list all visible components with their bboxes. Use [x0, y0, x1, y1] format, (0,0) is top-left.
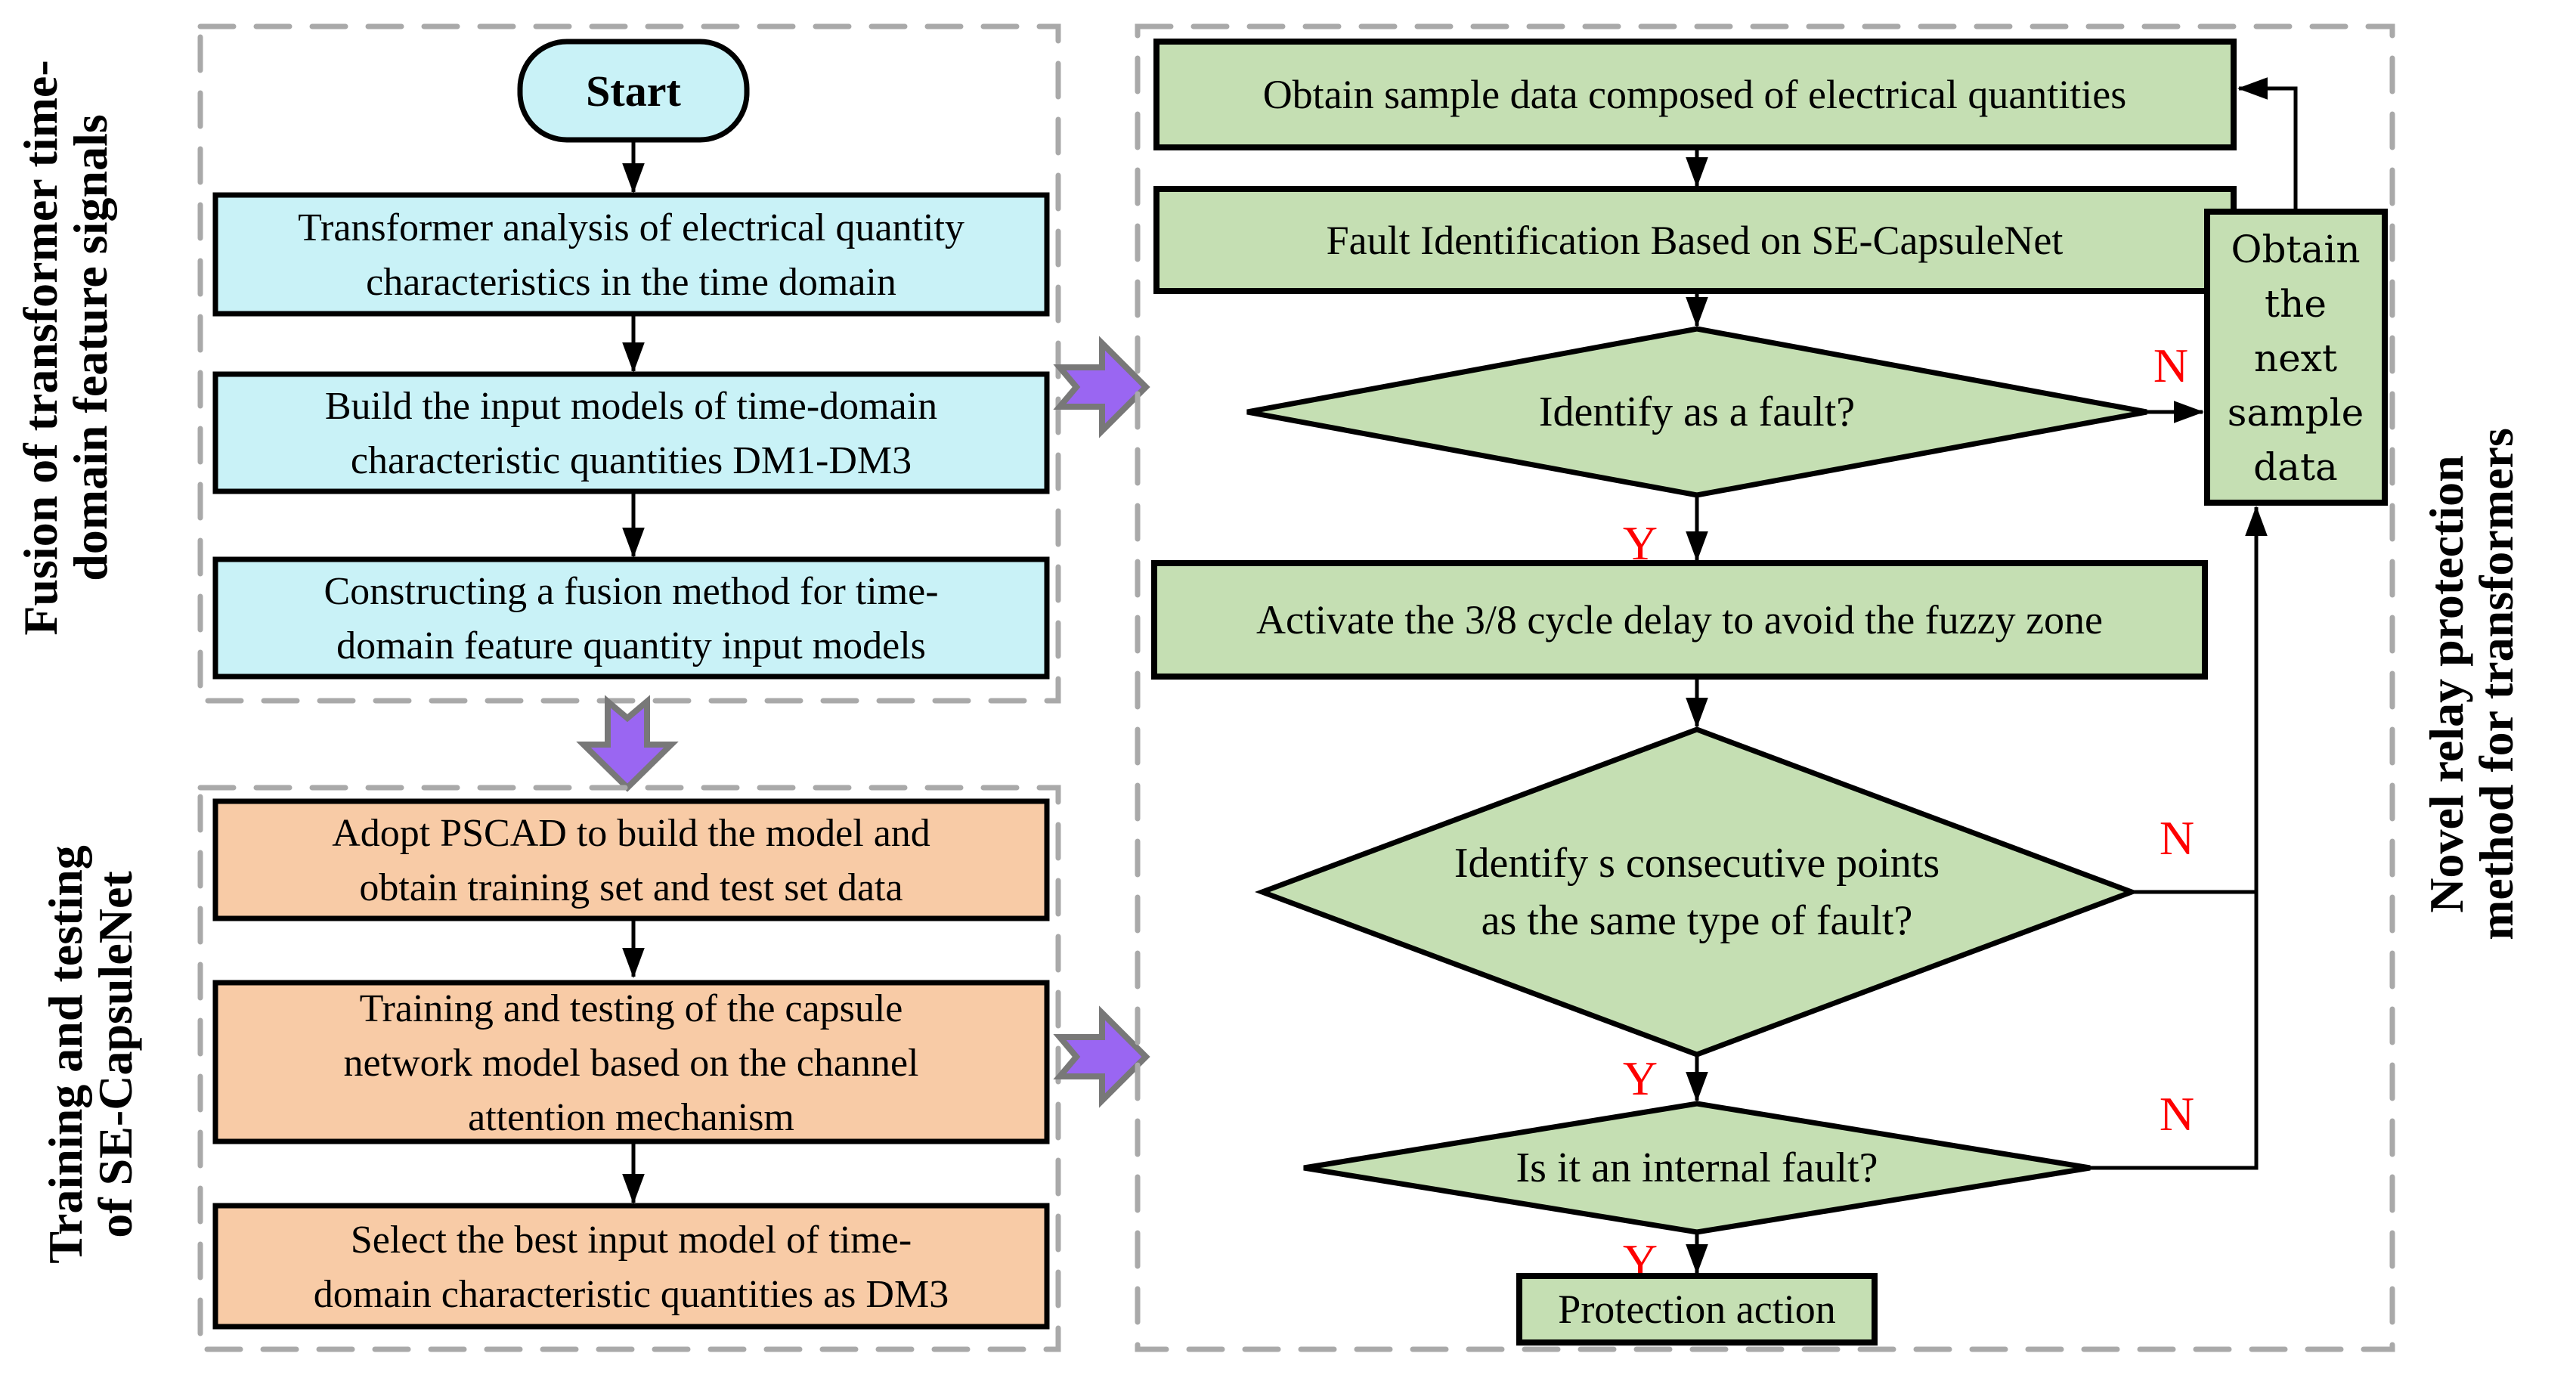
node-adopt-pscad-line2: obtain training set and test set data	[359, 866, 903, 909]
node-fault-identification	[1153, 186, 2237, 294]
node-obtain-next-sample	[2204, 209, 2388, 506]
node-obtain-next-line2: the	[2265, 282, 2327, 326]
panel-training-label-line1: Training and testing	[39, 845, 92, 1264]
decision-internal-fault-label: Is it an internal fault?	[1516, 1144, 1878, 1191]
node-select-best-line1: Select the best input model of time-	[351, 1219, 912, 1262]
node-select-best	[212, 1203, 1050, 1330]
panel-protection: Novel relay protection method for transf…	[1135, 23, 2523, 1352]
node-training-testing	[212, 980, 1050, 1144]
block-arrow-right-top-icon	[1053, 336, 1150, 438]
panel-training: Training and testing of SE-CapsuleNet Ad…	[39, 785, 1061, 1352]
node-training-testing-line3: attention mechanism	[468, 1096, 794, 1139]
node-fusion-method-line2: domain feature quantity input models	[336, 624, 926, 667]
node-build-input-models-line2: characteristic quantities DM1-DM3	[351, 439, 912, 482]
label-no-2: N	[2160, 811, 2194, 865]
node-adopt-pscad-line1: Adopt PSCAD to build the model and	[332, 812, 930, 855]
panel-fusion-border	[197, 23, 1061, 704]
panel-training-border	[197, 785, 1061, 1352]
node-fault-identification-label: Fault Identification Based on SE-Capsule…	[1327, 218, 2064, 263]
node-select-best-line2: domain characteristic quantities as DM3	[314, 1273, 949, 1316]
node-obtain-next-line1: Obtain	[2231, 228, 2360, 271]
block-arrow-right-bottom-icon	[1053, 1005, 1150, 1108]
panel-protection-label-line2: method for transformers	[2469, 428, 2523, 940]
panel-fusion: Fusion of transformer time- domain featu…	[14, 23, 1061, 704]
panel-protection-label-line1: Novel relay protection	[2420, 455, 2473, 913]
node-transformer-analysis-line1: Transformer analysis of electrical quant…	[298, 206, 964, 249]
node-activate-delay-label: Activate the 3/8 cycle delay to avoid th…	[1256, 597, 2103, 643]
label-no-1: N	[2153, 339, 2188, 392]
node-obtain-next-line4: sample	[2228, 391, 2364, 435]
node-fusion-method-line1: Constructing a fusion method for time-	[324, 570, 938, 613]
decision-identify-consecutive-line2: as the same type of fault?	[1482, 897, 1913, 944]
node-adopt-pscad	[212, 798, 1050, 921]
label-yes-2: Y	[1623, 1051, 1658, 1105]
node-protection-action-label: Protection action	[1558, 1287, 1835, 1332]
node-fusion-method	[212, 556, 1050, 680]
node-build-input-models	[212, 371, 1050, 494]
node-obtain-next-line3: next	[2254, 336, 2337, 380]
start-node-label: Start	[586, 67, 681, 116]
node-obtain-next-line5: data	[2253, 445, 2338, 489]
label-no-3: N	[2160, 1087, 2194, 1141]
node-transformer-analysis	[212, 192, 1050, 317]
connector-next-sample-feedback	[2237, 77, 2298, 212]
node-training-testing-line1: Training and testing of the capsule	[360, 987, 903, 1030]
node-build-input-models-line1: Build the input models of time-domain	[325, 385, 937, 428]
connector-decision3-no-up-to-next-sample	[2090, 506, 2268, 1170]
panel-fusion-label-line2: domain feature signals	[63, 114, 117, 581]
decision-identify-consecutive	[1255, 726, 2139, 1058]
panel-protection-border	[1135, 23, 2395, 1352]
block-arrow-down-icon	[576, 695, 679, 792]
node-obtain-sample-label: Obtain sample data composed of electrica…	[1263, 72, 2127, 117]
panel-training-label-line2: of SE-CapsuleNet	[88, 871, 142, 1238]
node-protection-action	[1516, 1273, 1878, 1346]
decision-identify-fault-label: Identify as a fault?	[1539, 389, 1855, 435]
panel-fusion-label-line1: Fusion of transformer time-	[14, 60, 67, 635]
node-training-testing-line2: network model based on the channel	[344, 1042, 919, 1085]
node-activate-delay	[1151, 560, 2208, 680]
decision-identify-consecutive-line1: Identify s consecutive points	[1454, 840, 1940, 887]
node-transformer-analysis-line2: characteristics in the time domain	[366, 261, 896, 304]
